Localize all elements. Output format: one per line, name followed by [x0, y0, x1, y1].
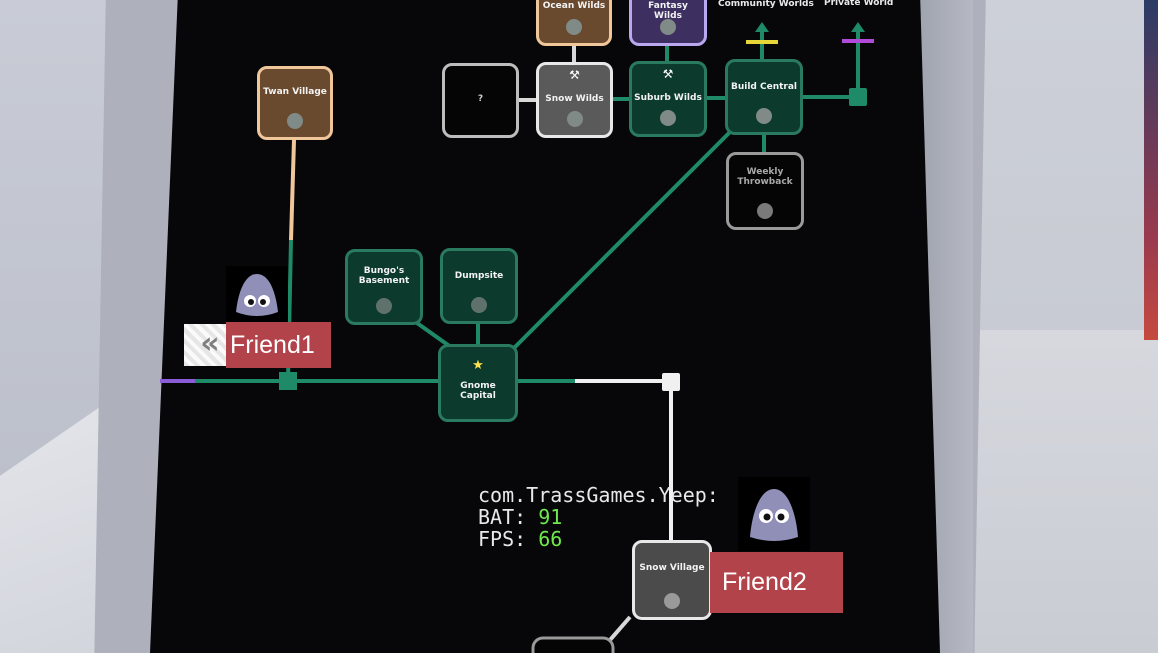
node-twan-village[interactable]: Twan Village	[257, 66, 333, 140]
private-world-label[interactable]: Private World	[824, 0, 894, 8]
node-label: ?	[477, 94, 484, 104]
node-dot	[471, 297, 487, 313]
path-snow-village-down	[608, 615, 632, 642]
path-gnome-build	[508, 128, 734, 354]
node-bottom-partial	[531, 636, 615, 653]
friend2-avatar	[738, 477, 810, 551]
arrow-community-icon	[755, 22, 769, 32]
node-dot	[756, 108, 772, 124]
room-panel-right	[975, 330, 1158, 653]
node-bungos-basement[interactable]: Bungo's Basement	[345, 249, 423, 325]
node-snow-village[interactable]: Snow Village	[632, 540, 712, 620]
node-gnome-capital[interactable]: ★ Gnome Capital	[438, 344, 518, 422]
node-dot	[566, 19, 582, 35]
node-dot	[664, 593, 680, 609]
node-dot	[660, 19, 676, 35]
node-label: Ocean Wilds	[542, 1, 606, 11]
tools-icon: ⚒	[569, 68, 580, 82]
star-icon: ★	[472, 358, 484, 373]
node-suburb-wilds[interactable]: ⚒ Suburb Wilds	[629, 61, 707, 137]
node-snow-wilds[interactable]: ⚒ Snow Wilds	[536, 62, 613, 138]
node-label: Weekly Throwback	[737, 167, 793, 188]
node-dot	[566, 111, 583, 127]
node-label: Bungo's Basement	[358, 266, 410, 287]
node-label: Build Central	[730, 82, 798, 92]
node-label: Twan Village	[263, 87, 327, 97]
node-dot	[757, 203, 773, 219]
node-ocean-wilds[interactable]: Ocean Wilds	[536, 0, 612, 46]
debug-bat-value: 91	[538, 505, 563, 529]
room-window-edge	[1144, 0, 1158, 340]
friend1-name-tag[interactable]: Friend1	[226, 322, 331, 368]
node-label: Gnome Capital	[460, 381, 496, 402]
node-weekly-throwback[interactable]: Weekly Throwback	[726, 152, 804, 230]
node-label: Fantasy Wilds	[648, 1, 688, 22]
node-dumpsite[interactable]: Dumpsite	[440, 248, 518, 324]
friend2-name-tag[interactable]: Friend2	[710, 552, 843, 613]
node-unknown[interactable]: ?	[442, 63, 519, 138]
arrow-private-icon	[851, 22, 865, 32]
debug-fps-value: 66	[538, 527, 563, 551]
debug-fps-label: FPS:	[478, 527, 527, 551]
node-build-central[interactable]: Build Central	[725, 59, 803, 135]
debug-package: com.TrassGames.Yeep:	[478, 483, 719, 507]
node-fantasy-wilds[interactable]: Fantasy Wilds	[629, 0, 707, 46]
node-dot	[287, 113, 303, 129]
junction-left	[279, 372, 297, 390]
node-dot	[660, 110, 676, 126]
gnome-avatar-icon	[750, 489, 798, 541]
friend1-avatar	[226, 266, 288, 324]
community-worlds-label[interactable]: Community Worlds	[718, 0, 814, 9]
node-dot	[376, 298, 392, 314]
junction-right	[849, 88, 867, 106]
gnome-avatar-icon	[236, 274, 278, 316]
junction-white	[662, 373, 680, 391]
path-twan	[289, 139, 296, 241]
node-label: Snow Wilds	[545, 94, 604, 104]
back-chevrons-icon[interactable]: «	[184, 324, 226, 366]
node-label: Suburb Wilds	[634, 93, 702, 103]
node-label: Snow Village	[639, 563, 705, 573]
debug-overlay: com.TrassGames.Yeep: BAT: 91 FPS: 66	[478, 484, 719, 550]
node-label: Dumpsite	[454, 271, 504, 281]
tools-icon: ⚒	[662, 67, 674, 81]
debug-bat-label: BAT:	[478, 505, 527, 529]
